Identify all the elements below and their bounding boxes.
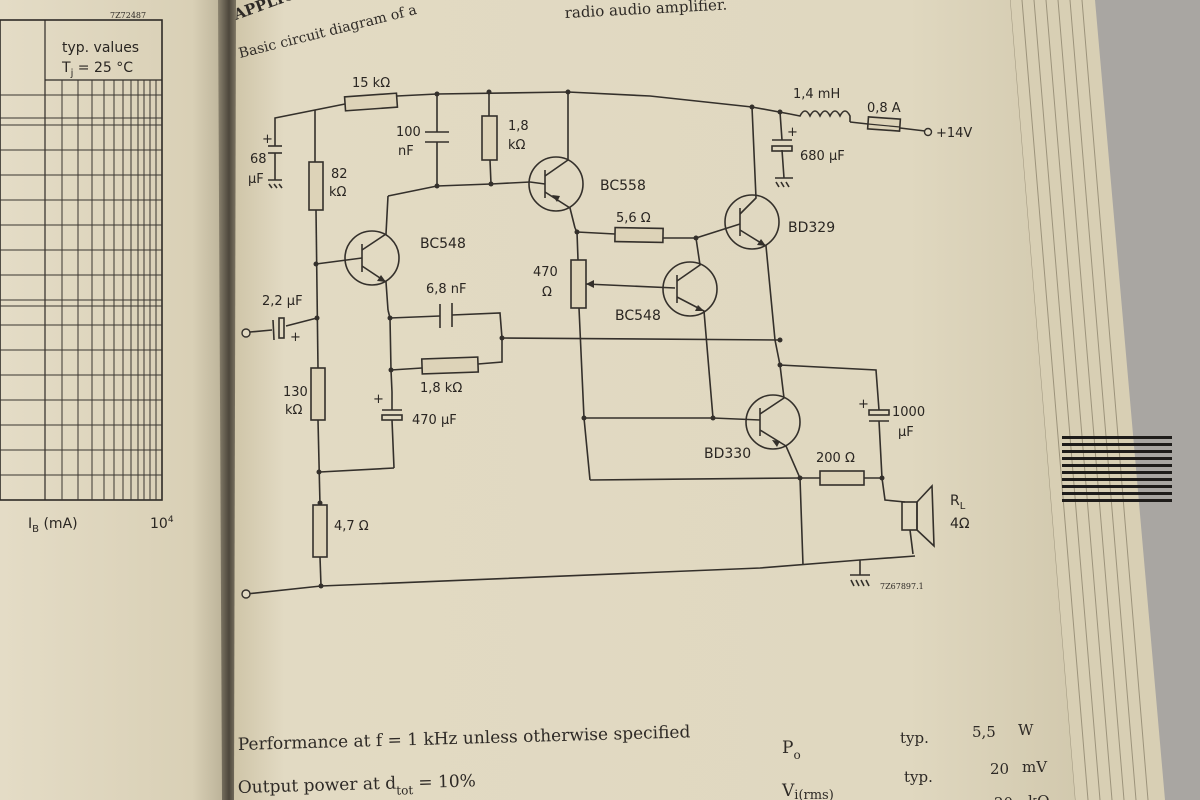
svg-text:6,8 nF: 6,8 nF (426, 282, 467, 297)
svg-text:BC548: BC548 (615, 308, 661, 324)
left-header-line2: Tj = 25 °C (61, 60, 133, 79)
left-axis-label: IB (mA) (28, 516, 78, 535)
svg-text:1,8 kΩ: 1,8 kΩ (420, 381, 462, 396)
capacitor-68uF: + 68 μF (248, 130, 283, 189)
transistor-bc548-input: BC548 (315, 195, 466, 311)
left-figure-code: 7Z72487 (110, 11, 146, 20)
svg-text:200 Ω: 200 Ω (816, 451, 855, 466)
spec-po-typ: typ. (900, 729, 929, 747)
transistor-bd329: BD329 (695, 104, 835, 341)
svg-text:kΩ: kΩ (329, 185, 347, 200)
thumb-index-tabs (1062, 436, 1172, 502)
resistor-130k: 130 kΩ (283, 367, 326, 421)
figure-code: 7Z67897.1 (880, 582, 924, 591)
circuit-diagram: 15 kΩ + 68 μF 82 kΩ 130 kΩ (241, 76, 972, 599)
left-page-graph: 7Z72487 typ. values Tj = 25 °C IB (mA) 1… (0, 11, 174, 535)
left-header-line1: typ. values (62, 40, 139, 56)
svg-text:Ω: Ω (542, 285, 552, 300)
svg-text:4Ω: 4Ω (950, 516, 970, 532)
svg-text:680 μF: 680 μF (800, 149, 845, 164)
resistor-15k: 15 kΩ (343, 76, 399, 112)
svg-text:1,8: 1,8 (508, 119, 529, 134)
performance-line: Output power at dtot = 10% (238, 771, 477, 800)
right-page (234, 0, 1075, 800)
svg-text:+: + (858, 397, 869, 412)
svg-text:15 kΩ: 15 kΩ (352, 76, 390, 91)
spec-po-value: 5,5 (972, 723, 996, 741)
resistor-200: 200 Ω (800, 451, 885, 486)
spec-vi-unit: mV (1022, 758, 1048, 776)
svg-text:+: + (373, 392, 384, 407)
capacitor-6n8: 6,8 nF (389, 282, 503, 339)
spec-po-unit: W (1018, 721, 1034, 739)
svg-text:1000: 1000 (892, 405, 925, 420)
capacitor-1000uF: + 1000 μF (858, 397, 925, 503)
svg-text:100: 100 (396, 125, 421, 140)
table-surface (1090, 0, 1200, 800)
ground-symbol-output (850, 560, 870, 587)
svg-text:68: 68 (250, 152, 267, 167)
svg-text:+: + (787, 125, 798, 140)
svg-text:0,8 A: 0,8 A (867, 101, 901, 116)
svg-text:BD330: BD330 (704, 446, 751, 462)
spec-vi-value: 20 (990, 760, 1009, 778)
svg-text:BC548: BC548 (420, 236, 466, 252)
capacitor-2u2: 2,2 μF + (241, 294, 318, 345)
svg-text:1,4 mH: 1,4 mH (793, 87, 840, 102)
left-axis-value: 104 (150, 515, 174, 532)
svg-text:470: 470 (533, 265, 558, 280)
resistor-5r6: 5,6 Ω (576, 211, 696, 244)
svg-text:+: + (290, 330, 301, 345)
svg-text:μF: μF (898, 425, 914, 440)
fuse-0a8: 0,8 A (866, 101, 902, 132)
svg-text:470 μF: 470 μF (412, 413, 457, 428)
svg-text:4,7 Ω: 4,7 Ω (334, 519, 369, 534)
svg-text:RL: RL (950, 493, 966, 512)
svg-text:BC558: BC558 (600, 178, 646, 194)
svg-text:kΩ: kΩ (285, 403, 303, 418)
transistor-bc558: BC558 (528, 89, 646, 229)
transistor-bd330: BD330 (704, 364, 804, 566)
svg-text:nF: nF (398, 144, 414, 159)
inductor-1m4: 1,4 mH (789, 87, 851, 122)
loudspeaker-rl: RL 4Ω (901, 484, 970, 555)
supply-terminal: +14V (923, 126, 972, 141)
capacitor-470uF: + 470 μF (319, 392, 457, 473)
resistor-1k8-top: 1,8 kΩ (481, 89, 529, 185)
spec-k-value: 20 (994, 794, 1013, 800)
spec-k-unit: kΩ (1028, 792, 1050, 800)
svg-text:μF: μF (248, 172, 264, 187)
capacitor-100nF: 100 nF (396, 91, 449, 186)
spec-vi-typ: typ. (904, 768, 933, 786)
svg-text:+: + (262, 132, 273, 147)
svg-text:5,6 Ω: 5,6 Ω (616, 211, 651, 226)
svg-text:82: 82 (331, 167, 348, 182)
page-stack-edge (1000, 0, 1165, 800)
svg-text:130: 130 (283, 385, 308, 400)
svg-text:BD329: BD329 (788, 220, 835, 236)
capacitor-680uF: + 680 μF (771, 109, 845, 188)
resistor-82k: 82 kΩ (308, 161, 348, 211)
svg-text:kΩ: kΩ (508, 138, 526, 153)
svg-text:+14V: +14V (936, 126, 972, 141)
transistor-bc548-bias: BC548 (615, 235, 718, 421)
spec-po-symbol: Po (782, 738, 801, 762)
svg-text:2,2 μF: 2,2 μF (262, 294, 303, 309)
spec-vi-symbol: Vi(rms) (781, 781, 834, 800)
potentiometer-470: 470 Ω (533, 259, 676, 481)
resistor-1k8-feedback: 1,8 kΩ (390, 338, 503, 396)
